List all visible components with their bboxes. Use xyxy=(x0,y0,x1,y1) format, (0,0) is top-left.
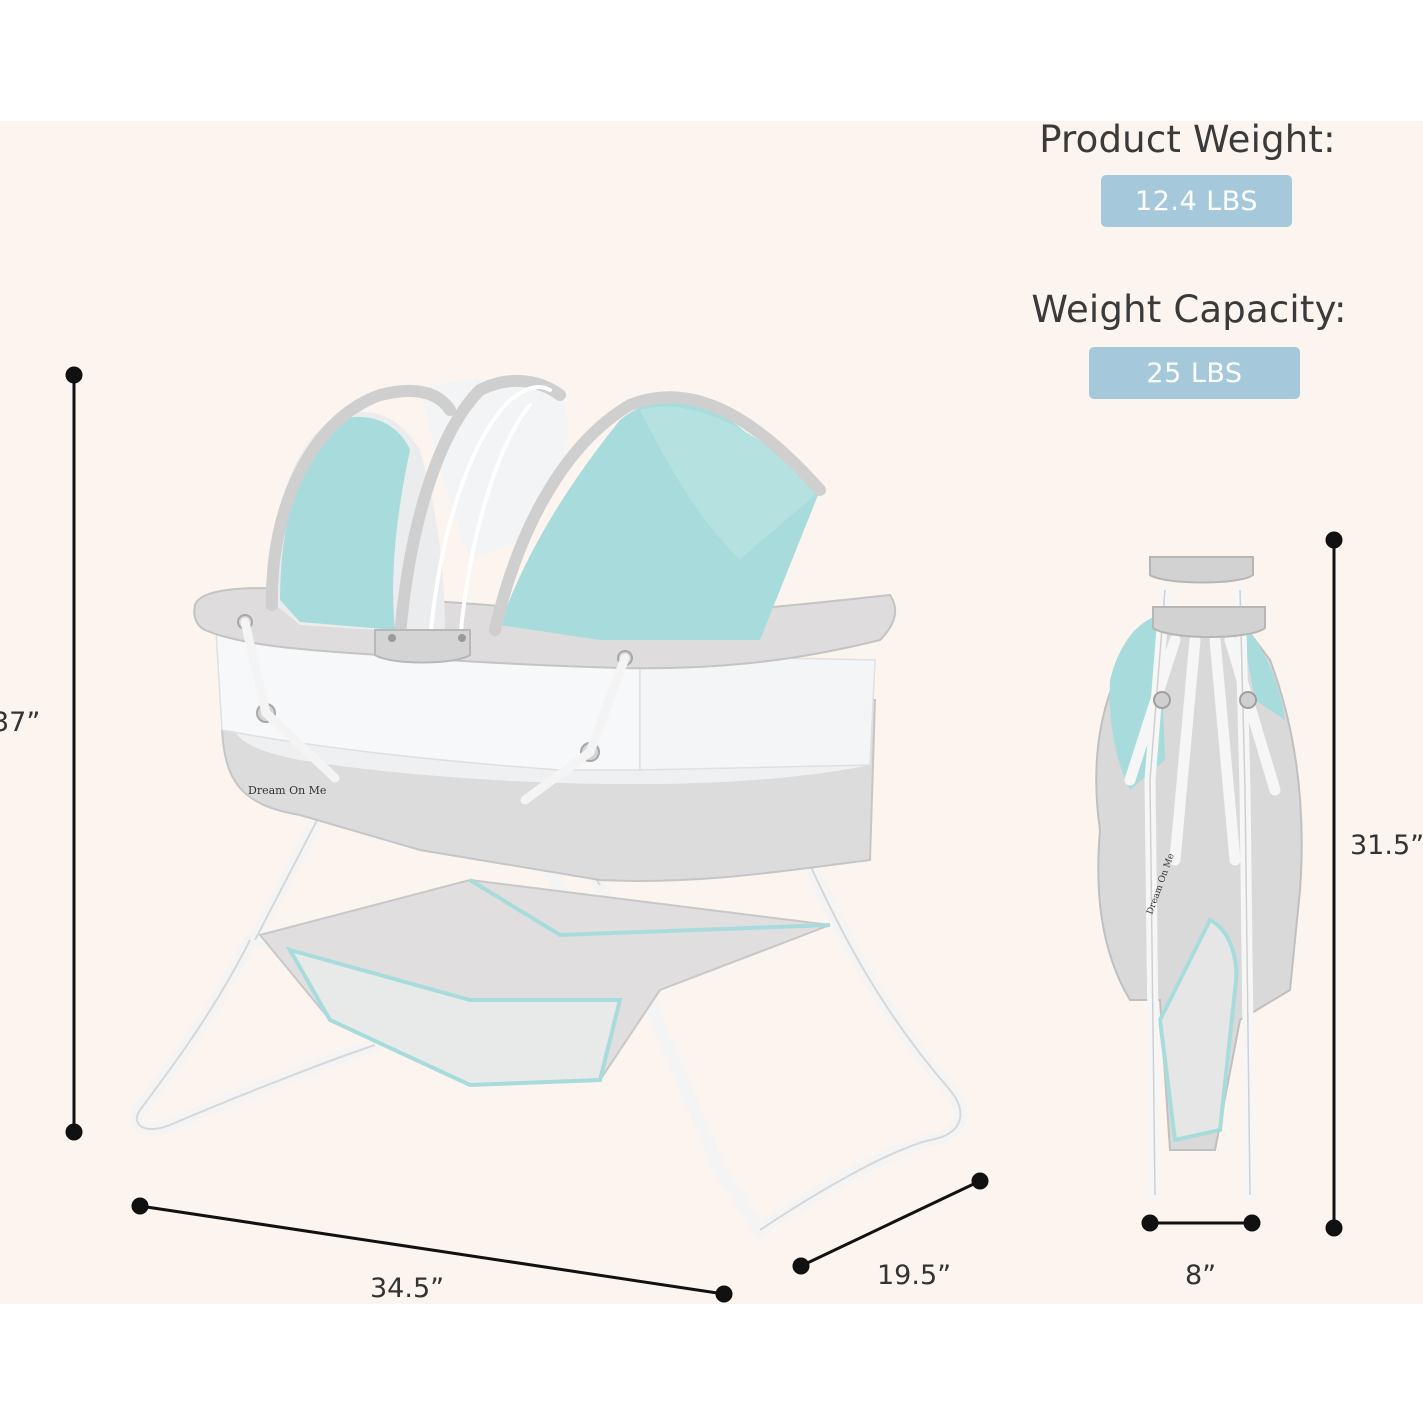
bassinet-open xyxy=(130,374,967,1237)
weight-capacity-label: Weight Capacity: xyxy=(1031,288,1347,331)
folded-width-label: 8” xyxy=(1185,1260,1217,1291)
brand-logo: Dream On Me xyxy=(248,784,326,797)
open-depth-label: 19.5” xyxy=(877,1260,952,1291)
folded-height-label: 31.5” xyxy=(1350,830,1423,861)
product-weight-badge: 12.4 LBS xyxy=(1101,175,1292,227)
open-width-label: 34.5” xyxy=(370,1273,445,1304)
weight-capacity-badge: 25 LBS xyxy=(1089,347,1300,399)
bassinet-folded xyxy=(1095,556,1303,1201)
product-weight-label: Product Weight: xyxy=(1039,118,1336,161)
dimension-lines xyxy=(65,366,1343,1303)
open-height-label: 37” xyxy=(0,707,41,738)
